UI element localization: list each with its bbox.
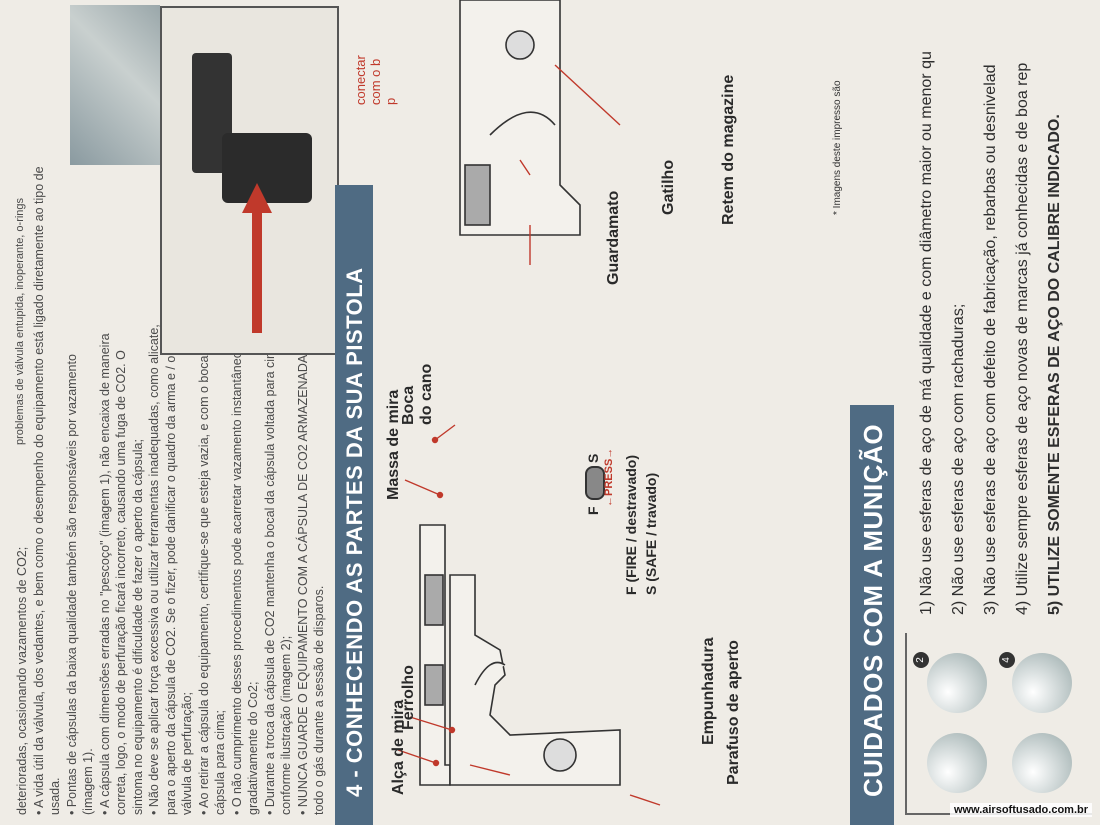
steel-bb-icon (927, 733, 987, 793)
capsule-illustration-box (160, 6, 339, 355)
intro-line: • O não cumprimento desses procedimentos… (229, 333, 244, 815)
ammo-item-5: 5) UTILIZE SOMENTE ESFERAS DE AÇO DO CAL… (1046, 114, 1063, 615)
pistol-grip-illustration (192, 53, 312, 333)
label-parafuso-de-aperto: Parafuso de aperto (725, 640, 742, 785)
section5-header: CUIDADOS COM A MUNIÇÃO (850, 405, 894, 825)
intro-line: cápsula para cima; (213, 710, 227, 815)
intro-line: usada. (48, 777, 62, 815)
intro-line: conforme ilustração (imagem 2); (279, 635, 293, 815)
image-note: * Imagens deste impresso são (832, 80, 843, 215)
capsule-photo (70, 5, 160, 165)
intro-line: • Pontas de cápsulas da baixa qualidade … (64, 354, 79, 815)
intro-line: • NUNCA GUARDE O EQUIPAMENTO COM A CÁPSU… (295, 313, 310, 815)
leader-lines (397, 64, 661, 806)
ammo-item-4: 4) Utilize sempre esferas de aço novas d… (1014, 62, 1031, 615)
watermark: www.airsoftusado.com.br (949, 803, 1092, 817)
intro-line: • Não deve se aplicar força excessiva ou… (147, 324, 161, 815)
intro-line: (imagem 1). (81, 748, 95, 815)
intro-line: para o aperto da cápsula de CO2. Se o fi… (163, 338, 178, 815)
safety-safe-label: S (SAFE / travado) (643, 472, 659, 595)
marker-4: 4 (999, 652, 1015, 668)
ammo-item-1: 1) Não use esferas de aço de má qualidad… (918, 51, 935, 615)
defective-bb-icon (1012, 733, 1072, 793)
intro-line: • A cápsula com dimensões erradas no "pe… (97, 333, 112, 815)
intro-line: válvula de perfuração; (180, 692, 194, 815)
pistol-right (459, 0, 581, 236)
intro-line: • Ao retirar a cápsula do equipamento, c… (196, 335, 211, 815)
pistol-left (419, 524, 621, 786)
intro-line: todo o gás durante a sessão de disparos. (312, 585, 326, 815)
label-guardamato: Guardamato (605, 190, 622, 285)
label-ferrolho: Ferrolho (400, 665, 417, 730)
intro-line: gradativamente do Co2; (246, 681, 260, 815)
intro-line: • A vida útil da válvula, dos vedantes, … (31, 166, 46, 815)
intro-top-fragment: problemas de válvula entupida, inoperant… (14, 197, 26, 445)
ammo-illustration-box: 2 4 (905, 633, 1092, 815)
section4-title: 4 - CONHECENDO AS PARTES DA SUA PISTOLA (342, 267, 367, 797)
pitted-bb-icon (1012, 653, 1072, 713)
ammo-item-2: 2) Não use esferas de aço com rachaduras… (950, 303, 967, 615)
intro-line: • Durante a troca da cápsula de CO2 mant… (262, 338, 277, 815)
ammo-item-3: 3) Não use esferas de aço com defeito de… (982, 64, 999, 615)
intro-line: deterioradas, ocasionando vazamentos de … (15, 546, 29, 815)
safety-switch-icon (585, 466, 605, 500)
pistol-diagram (397, 0, 661, 806)
section4-header: 4 - CONHECENDO AS PARTES DA SUA PISTOLA (335, 185, 373, 825)
section5-title: CUIDADOS COM A MUNIÇÃO (858, 423, 888, 797)
label-boca-do-cano: Boca do cano (400, 363, 435, 425)
label-gatilho: Gatilho (660, 159, 677, 215)
intro-line: sintoma no equipamento é dificuldade de … (130, 439, 145, 815)
safety-fire-label: F (FIRE / destravado) (623, 454, 639, 595)
cracked-bb-icon (927, 653, 987, 713)
intro-line: correta, logo, o modo de perfuração fica… (114, 350, 128, 815)
label-retem-do-magazine: Retem do magazine (720, 74, 737, 225)
marker-2: 2 (913, 652, 929, 668)
label-empunhadura: Empunhadura (700, 637, 717, 745)
